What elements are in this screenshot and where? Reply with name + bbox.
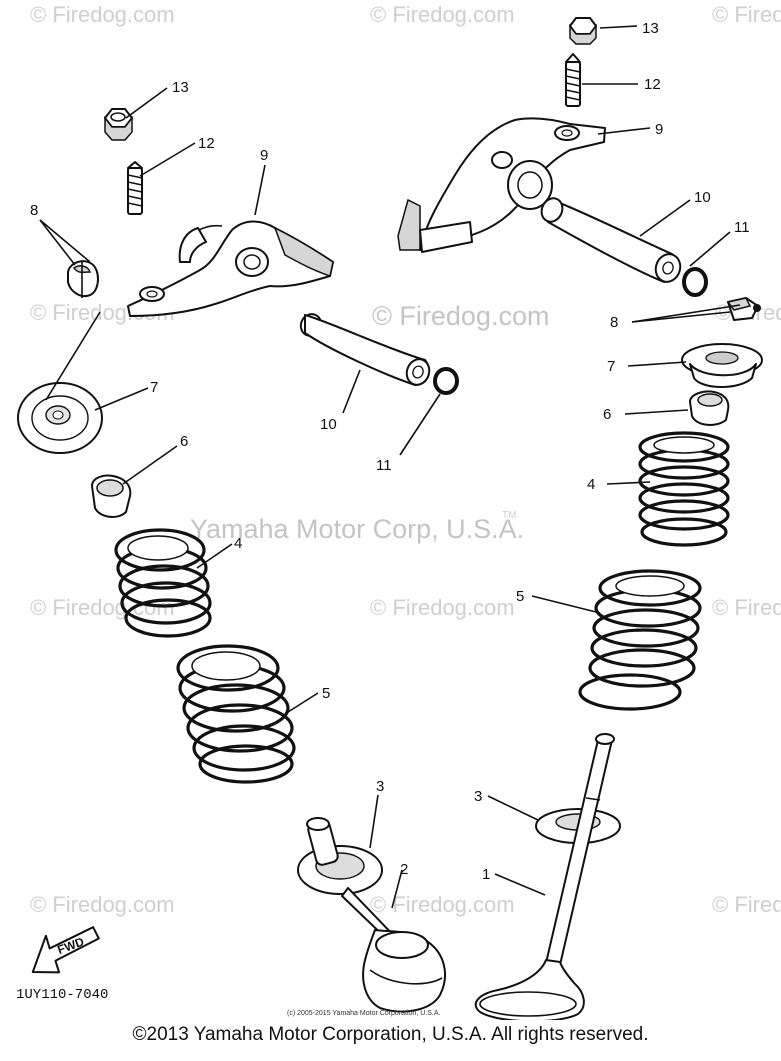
spring-retainer-right [681,343,763,388]
stem-seal-right [689,390,730,426]
callout-12-left: 12 [198,135,215,152]
callout-5-right: 5 [516,588,524,605]
adjusting-screw-left [127,161,143,215]
callout-13-right: 13 [642,20,659,37]
callout-9-right: 9 [655,121,663,138]
exhaust-valve [341,887,446,1013]
inner-spring-left [114,528,212,638]
callout-4-left: 4 [234,535,242,552]
callout-4-right: 4 [587,476,595,493]
outer-spring-left [176,644,296,784]
callout-7-left: 7 [150,379,158,396]
watermark-text: © Firedog.com [30,595,175,620]
inner-spring-right [638,431,730,547]
callout-2: 2 [400,861,408,878]
callout-7-right: 7 [607,358,615,375]
watermark-text: © Firedog.com [370,595,515,620]
callout-10-right: 10 [694,189,711,206]
callout-6-right: 6 [603,406,611,423]
small-credit: (c) 2005-2015 Yamaha Motor Corporation, … [287,1010,440,1017]
callout-8-right: 8 [610,314,618,331]
spring-retainer-left [17,382,103,454]
callout-labels: 13 12 9 8 7 6 4 5 3 2 10 11 13 12 9 10 1… [30,20,750,883]
watermark-text: © Firedog.com [712,892,781,917]
watermark-text: © Firedog.com [712,2,781,27]
watermark-text: © Firedog.com [30,892,175,917]
rocker-arm-right [397,117,606,253]
valve-cotter-right [726,297,761,321]
callout-1: 1 [482,866,490,883]
rocker-arm-left [127,220,334,317]
o-ring-right [682,267,708,297]
stem-seal-left [91,474,132,518]
spring-seat-left [297,817,383,895]
watermark-text: © Firedog.com [30,2,175,27]
adjusting-screw-right [565,53,581,107]
callout-5-left: 5 [322,685,330,702]
drawing-id: 1UY110-7040 [16,987,108,1003]
copyright-footer: ©2013 Yamaha Motor Corporation, U.S.A. A… [132,1024,649,1045]
nut-right [569,17,597,45]
watermark-text: © Firedog.com [712,595,781,620]
callout-12-right: 12 [644,76,661,93]
valve-cotter-left [67,260,99,298]
rocker-shaft-right [540,197,682,283]
outer-spring-right [578,569,702,711]
callout-13-left: 13 [172,79,189,96]
callout-6-left: 6 [180,433,188,450]
fwd-arrow: FWD [31,926,100,974]
callout-11-right: 11 [734,219,750,236]
valve-assembly-drawing: © Firedog.com © Firedog.com © Firedog.co… [16,2,781,1020]
callout-3-right: 3 [474,788,482,805]
nut-left [104,108,133,141]
intake-valve [474,733,615,1020]
watermark-text: © Firedog.com [370,892,515,917]
watermark-center-site: © Firedog.com [372,301,549,331]
watermark-text: © Firedog.com [370,2,515,27]
callout-3-left: 3 [376,778,384,795]
rocker-shaft-left [299,313,431,386]
leader-lines [39,25,741,909]
callout-11-left: 11 [376,457,392,474]
callout-9-left: 9 [260,147,268,164]
watermark-tm: TM [502,510,516,521]
watermark-center-corp: Yamaha Motor Corp, U.S.A. [190,514,524,544]
o-ring-left [433,367,459,395]
callout-8-left: 8 [30,202,38,219]
callout-10-left: 10 [320,416,337,433]
